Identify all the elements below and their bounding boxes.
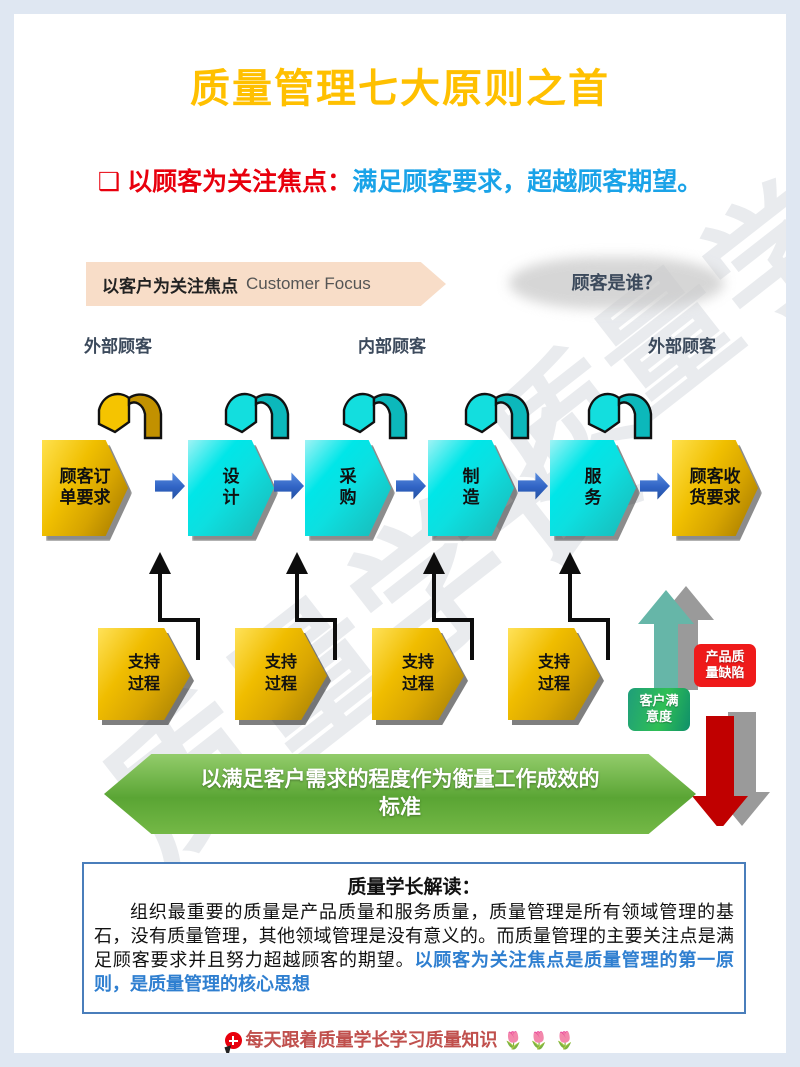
section-label-1: 内部顾客: [358, 337, 426, 356]
measure-standard-text: 以满足客户需求的程度作为衡量工作成效的标准: [200, 767, 600, 819]
flow-step-label: 采购: [339, 467, 357, 507]
flow-step-label: 设计: [222, 467, 240, 507]
flow-connector-arrow-4: [640, 472, 670, 500]
satisfaction-badge: 客户满意度: [628, 688, 690, 731]
ribbon-arc-cyan: [587, 392, 653, 440]
flow-connector-arrow-2: [396, 472, 426, 500]
flow-step-label: 顾客收货要求: [689, 467, 741, 507]
support-elbow-arrow-1: [286, 552, 337, 660]
principle-subtitle: ❑ 以顾客为关注焦点：满足顾客要求，超越顾客期望。: [14, 162, 786, 198]
indicator-arrows: [638, 586, 770, 826]
interpretation-body: 组织最重要的质量是产品质量和服务质量，质量管理是所有领域管理的基石，没有质量管理…: [94, 901, 734, 997]
support-box-label: 支持过程: [127, 654, 160, 693]
plus-circle-icon[interactable]: [224, 1032, 242, 1049]
ribbon-arc-cyan: [464, 392, 530, 440]
support-elbow-arrow-3: [559, 552, 610, 660]
page-title: 质量管理七大原则之首: [190, 67, 610, 111]
ribbon-arc-cyan: [342, 392, 408, 440]
defect-down-arrow: [692, 716, 748, 826]
banner-label-en: Customer Focus: [246, 274, 371, 293]
flow-connector-arrow-0: [155, 472, 185, 500]
support-box-label: 支持过程: [537, 654, 570, 693]
support-box-label: 支持过程: [401, 654, 434, 693]
interpretation-body-text: 组织最重要的质量是产品质量和服务质量，质量管理是所有领域管理的基石，没有质量管理…: [94, 902, 734, 970]
defect-badge: 产品质量缺陷: [694, 644, 756, 687]
cloud-question-label: 顾客是谁？: [571, 273, 662, 293]
footer-cta[interactable]: 每天跟着质量学长学习质量知识🌷 🌷 🌷: [14, 1026, 786, 1052]
interpretation-heading: 质量学长解读：: [347, 877, 481, 898]
principle-colon: ：: [327, 168, 353, 196]
footer-text: 每天跟着质量学长学习质量知识: [245, 1030, 498, 1050]
flow-connector-arrow-3: [518, 472, 548, 500]
support-box-label: 支持过程: [264, 654, 297, 693]
section-label-2: 外部顾客: [648, 337, 716, 356]
measure-standard-banner: 以满足客户需求的程度作为衡量工作成效的标准: [104, 754, 696, 834]
principle-name: 以顾客为关注焦点: [127, 168, 328, 196]
interpretation-box: 质量学长解读： 组织最重要的质量是产品质量和服务质量，质量管理是所有领域管理的基…: [82, 862, 746, 1014]
ribbon-arc-gold: [97, 392, 163, 440]
section-label-0: 外部顾客: [84, 337, 152, 356]
flow-step-label: 服务: [584, 467, 602, 507]
satisfaction-up-arrow: [638, 590, 694, 694]
ribbon-arc-cyan: [224, 392, 290, 440]
support-elbow-arrow-2: [423, 552, 474, 660]
poster-card: 质量学长 质量学长 质量管理七大原则之首 ❑ 以顾客为关注焦点：满足顾客要求，超…: [14, 14, 786, 1053]
banner-label-cn: 以客户为关注焦点: [102, 276, 238, 296]
principle-desc: 满足顾客要求，超越顾客期望。: [352, 168, 703, 196]
customer-focus-banner: 以客户为关注焦点 Customer Focus: [86, 262, 446, 306]
bullet-square-icon: ❑: [97, 168, 121, 196]
flow-step-label: 顾客订单要求: [59, 467, 111, 507]
support-elbow-arrow-0: [149, 552, 200, 660]
tulip-icon-group: 🌷 🌷 🌷: [502, 1031, 576, 1050]
flow-step-label: 制造: [462, 467, 480, 507]
interpretation-highlight: 以顾客为关注焦点是质量管理的第一原则，是质量管理的核心思想: [94, 949, 735, 994]
cloud-shape: [509, 257, 724, 309]
flow-connector-arrow-1: [274, 472, 304, 500]
